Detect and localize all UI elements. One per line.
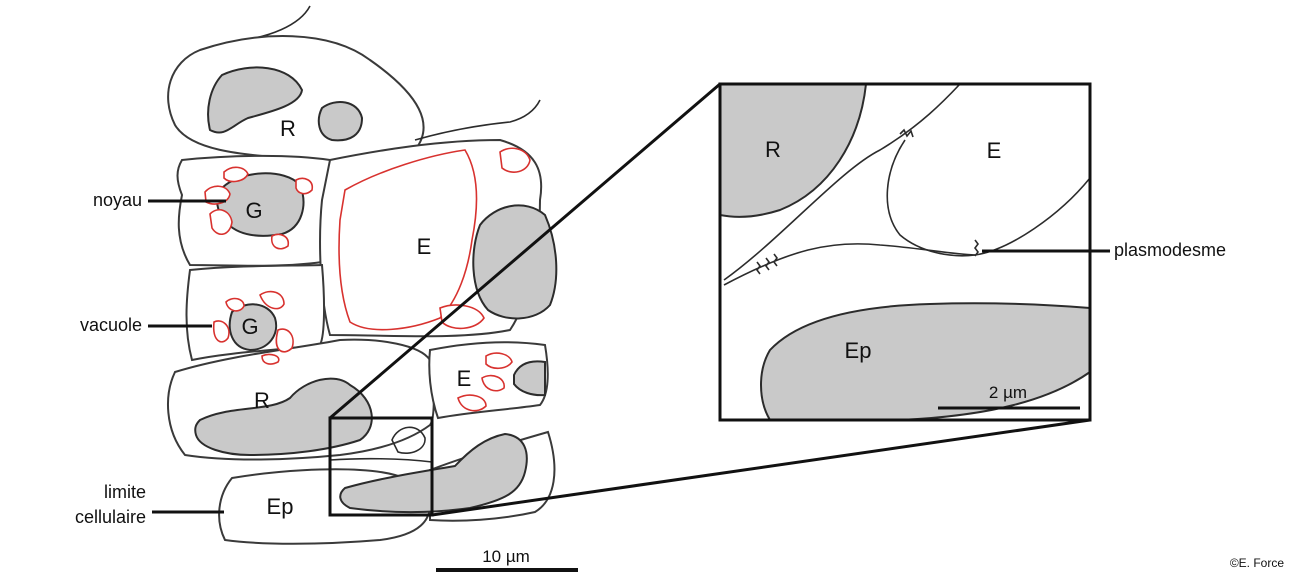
label-ep: Ep [267, 494, 294, 519]
label-r-lower: R [254, 388, 270, 413]
inset-cell-wall-upper [723, 84, 961, 281]
cell-wall-fragment [414, 99, 541, 141]
inset-label-e: E [987, 138, 1002, 163]
nucleus-ep [339, 432, 528, 514]
plasmodesmata [756, 128, 979, 275]
label-g-upper: G [245, 198, 262, 223]
label-limite: limite [104, 482, 146, 502]
label-plasmodesme: plasmodesme [1114, 240, 1226, 260]
inset-label-r: R [765, 137, 781, 162]
credit-text: ©E. Force [1230, 556, 1285, 570]
small-cell [391, 426, 426, 454]
side-labels: noyau vacuole limite cellulaire [75, 190, 226, 527]
nucleus-r-lower [194, 377, 373, 457]
scale-main-label: 10 µm [482, 547, 530, 566]
label-e-small: E [457, 366, 472, 391]
label-noyau: noyau [93, 190, 142, 210]
inset-cell-wall-e [886, 139, 976, 257]
nucleus-r-top-b [317, 101, 364, 142]
label-vacuole: vacuole [80, 315, 142, 335]
nucleus-e-small [513, 360, 546, 397]
cell-wall-fragment [329, 457, 433, 463]
label-cellulaire: cellulaire [75, 507, 146, 527]
vacuoles [204, 147, 531, 412]
label-r-top: R [280, 116, 296, 141]
inset-cell-wall-lower [723, 177, 1090, 286]
scale-bar-main: 10 µm [436, 547, 578, 572]
tissue-section: R G E G R E Ep [167, 5, 558, 545]
inset-label-ep: Ep [845, 338, 872, 363]
nucleus-e-large-side [472, 204, 558, 320]
label-e-large: E [417, 234, 432, 259]
label-g-lower: G [241, 314, 258, 339]
nucleus-g-lower [228, 303, 278, 352]
inset-scale-label: 2 µm [989, 383, 1027, 402]
nucleus-r-top-a [207, 66, 304, 134]
inset-nucleus-r [720, 84, 868, 218]
zoom-connector-top [329, 82, 721, 420]
vacuole-e-large [338, 149, 478, 331]
zoom-region [328, 416, 434, 517]
zoom-connector-bottom [431, 418, 1091, 517]
